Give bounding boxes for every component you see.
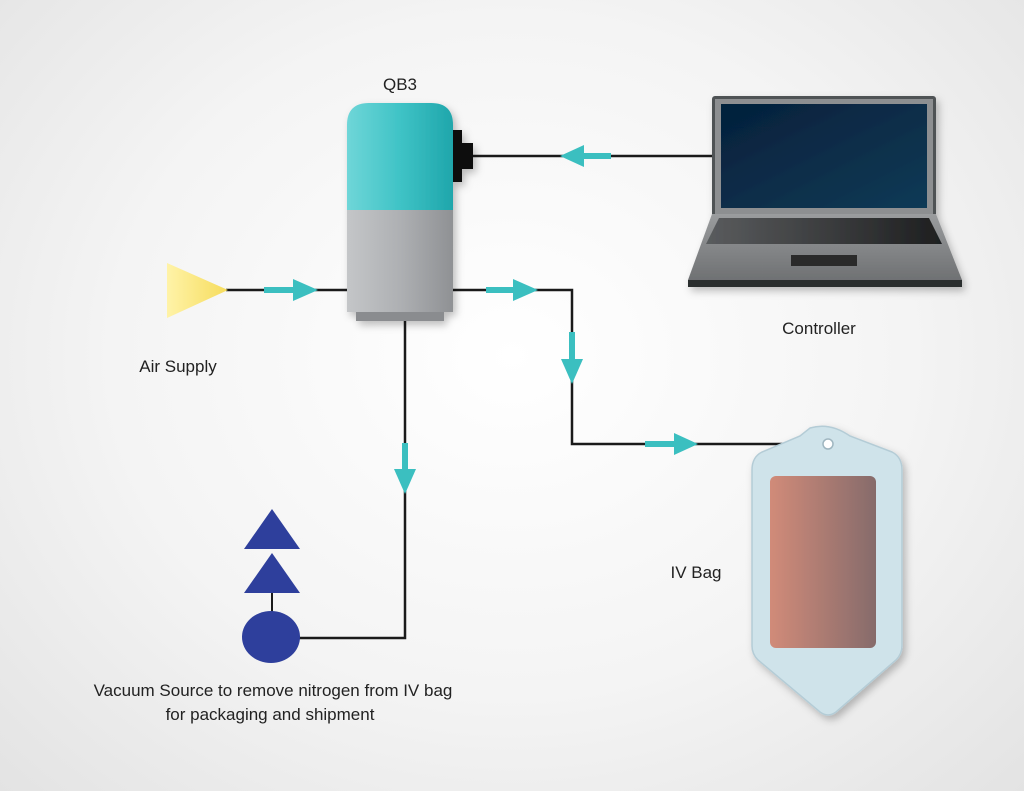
qb3-device[interactable] (347, 103, 473, 321)
controller-label: Controller (782, 319, 856, 338)
arrow-right-iv-bag (645, 433, 698, 455)
vacuum-triangle-bottom-icon (244, 553, 300, 593)
controller-laptop[interactable] (688, 96, 962, 287)
arrow-right-qb3-out (486, 279, 538, 301)
air-supply-icon[interactable] (167, 263, 228, 318)
air-supply-label: Air Supply (139, 357, 217, 376)
qb3-to-vacuum-line (298, 320, 407, 640)
arrow-down-iv-branch (561, 332, 583, 384)
qb3-label: QB3 (383, 75, 417, 94)
iv-bag[interactable] (751, 425, 903, 716)
iv-bag-label: IV Bag (670, 563, 721, 582)
vacuum-pump-icon (242, 611, 300, 663)
arrow-right-air (264, 279, 318, 301)
vacuum-source-label-line2: for packaging and shipment (166, 705, 375, 724)
vacuum-source[interactable] (242, 509, 300, 663)
arrow-down-vacuum (394, 443, 416, 494)
iv-bag-fluid (770, 476, 876, 648)
vacuum-triangle-top-icon (244, 509, 300, 549)
vacuum-source-label-line1: Vacuum Source to remove nitrogen from IV… (94, 681, 453, 700)
arrow-left-controller (560, 145, 611, 167)
flow-arrows (264, 145, 698, 494)
qb3-to-iv-bag-line (453, 288, 820, 446)
